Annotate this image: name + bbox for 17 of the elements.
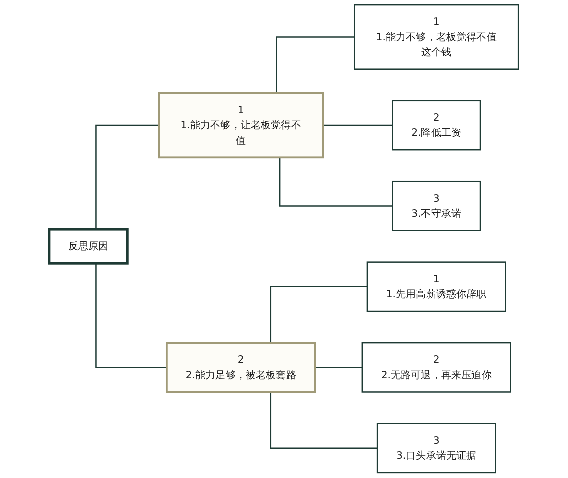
connector — [314, 367, 362, 368]
connector — [96, 124, 160, 230]
node-box: 3 3.口头承诺无证据 — [376, 423, 496, 474]
node-box: 2 2.无路可退，再来压迫你 — [362, 342, 512, 393]
node-box: 1 1.先用高薪诱惑你辞职 — [366, 262, 506, 312]
node-box: 1 1.能力不够，老板觉得不值这个钱 — [354, 4, 520, 70]
node-box: 2 2.能力足够，被老板套路 — [166, 342, 316, 394]
connector — [96, 264, 167, 368]
connector — [279, 158, 393, 207]
connector — [322, 124, 393, 126]
connector — [276, 36, 355, 94]
node-box: 3 3.不守承诺 — [392, 180, 482, 232]
node-box: 反思原因 — [48, 228, 129, 265]
node-box: 1 1.能力不够，让老板觉得不值 — [158, 92, 324, 159]
connector — [270, 286, 368, 344]
node-box: 2 2.降低工资 — [392, 100, 482, 151]
connector — [270, 392, 378, 449]
